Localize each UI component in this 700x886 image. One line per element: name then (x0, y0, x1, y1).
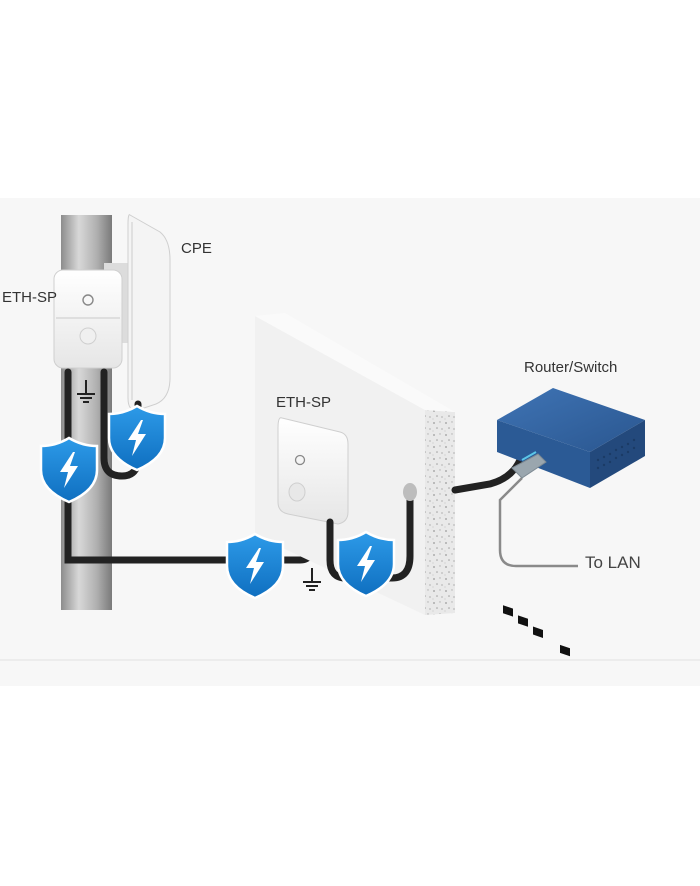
wall-cable-hole (403, 483, 417, 501)
ubiquiti-logo-icon (294, 454, 306, 466)
lan-connector (511, 453, 547, 479)
label-eth-sp-pole: ETH-SP (2, 289, 58, 306)
cpe-antenna (104, 214, 171, 411)
cable-wall-to-router (451, 456, 524, 494)
eth-sp-wall-unit (277, 417, 349, 525)
label-eth-sp-wall: ETH-SP (276, 394, 332, 411)
router-switch (497, 388, 645, 657)
eth-sp-pole-unit (53, 269, 123, 369)
label-to-lan: To LAN (585, 553, 641, 572)
label-cpe: CPE (181, 240, 212, 257)
label-router-switch: Router/Switch (524, 359, 618, 376)
lan-cable (498, 477, 578, 568)
ubiquiti-logo-icon (82, 294, 94, 306)
